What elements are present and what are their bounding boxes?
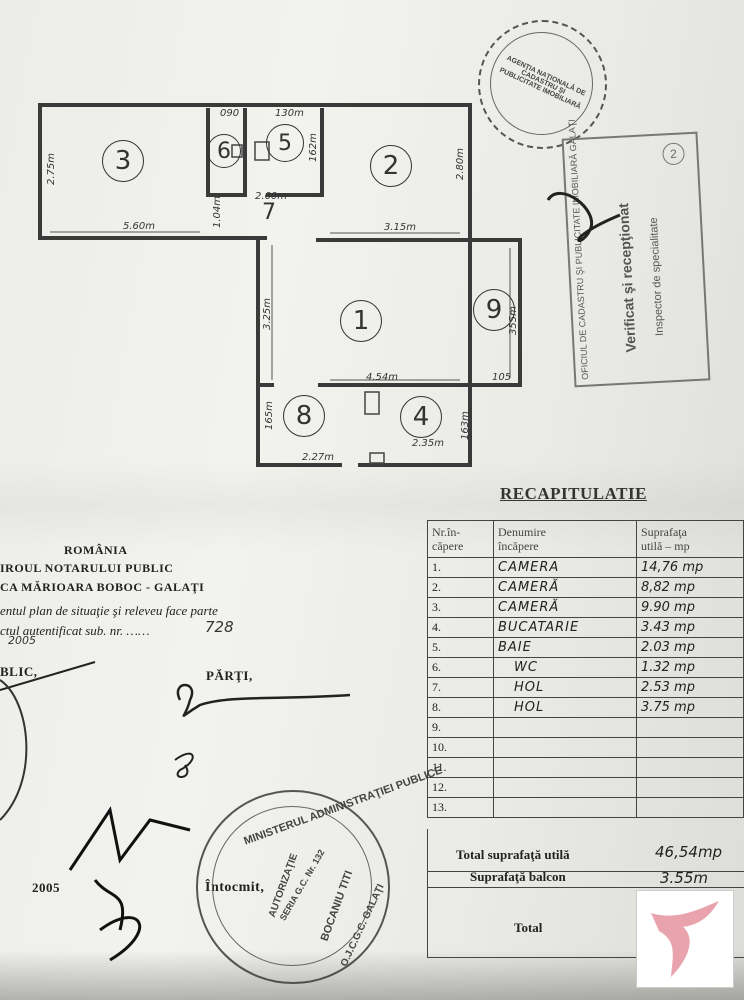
dim-090: 090 [220,108,240,119]
parties-label: PĂRŢI, [206,668,253,683]
notary-name: CA MĂRIOARA BOBOC - GALAŢI [0,580,205,594]
room-6-label: 6 [207,134,241,168]
row-area: 2.53 mp [635,677,744,698]
room-3-label: 3 [102,140,144,182]
total-label: Total [514,920,543,935]
kitchen-sink [369,452,385,464]
date-year: 2005 [32,880,60,895]
logo-icon [651,901,719,977]
notary-year-note: 2005 [8,634,36,647]
room-2-label: 2 [370,145,412,187]
notary-act-number: 728 [205,618,234,636]
recap-header-name: Denumire încăpere [493,520,637,558]
table-row: 11. [427,757,744,778]
notary-act-line: ctul autentificat sub. nr. …… [0,623,150,638]
table-row: 13. [427,797,744,818]
recap-header-row: Nr.în- căpere Denumire încăpere Suprafaţ… [427,520,744,558]
total-util-label: Total suprafaţă utilă [456,847,570,862]
recap-table: Nr.în- căpere Denumire încăpere Suprafaţ… [427,520,744,818]
room-7-label: 7 [262,200,276,225]
row-name: CAMERĂ [493,577,637,598]
row-nr: 13. [427,797,494,818]
stove-fixture [364,391,380,415]
row-nr: 2. [427,577,494,598]
notary-country: ROMÂNIA [64,543,128,557]
room-4-label: 4 [400,396,442,438]
dim-5-60: 5.60m [123,221,156,232]
row-name: HOL [493,697,637,718]
table-row: 9. [427,717,744,738]
cadastre-round-stamp: AGENŢIA NAŢIONALĂ DE CADASTRU ŞI PUBLICI… [478,20,607,149]
room-1-label: 1 [340,300,382,342]
notary-statement: entul plan de situaţie şi releveu face p… [0,603,218,618]
room-8-label: 8 [283,395,325,437]
copy-smudge [0,950,744,1000]
room-5-label: 5 [266,124,304,162]
balcon-value: 3.55m [660,869,709,887]
row-area [635,797,744,818]
dim-4-54: 4.54m [366,372,399,383]
dim-3-15: 3.15m [384,222,417,233]
recap-title: RECAPITULATIE [500,484,647,503]
dim-105: 105 [492,372,512,383]
totals-box [427,829,744,958]
room-9-label: 9 [473,289,515,331]
notary-public-label: BLIC, [0,664,38,679]
dim-2-60: 2.60m [255,191,288,202]
row-name: BAIE [493,637,637,658]
notary-office: IROUL NOTARULUI PUBLIC [0,561,174,575]
row-area: 1.32 mp [635,657,744,678]
total-util-value: 46,54mp [655,843,723,861]
dim-2-27: 2.27m [302,452,335,463]
dim-2-35: 2.35m [412,438,445,449]
dim-130: 130m [275,108,304,119]
brand-logo [636,890,734,988]
authorization-round-stamp [196,790,390,984]
row-name: BUCATARIE [493,617,637,638]
table-row: 12. [427,777,744,798]
row-area: 3.75 mp [635,697,744,718]
recap-header-area: Suprafaţa utilă – mp [635,520,744,558]
row-nr: 11. [427,757,494,778]
balcon-label: Suprafaţă balcon [470,869,566,884]
